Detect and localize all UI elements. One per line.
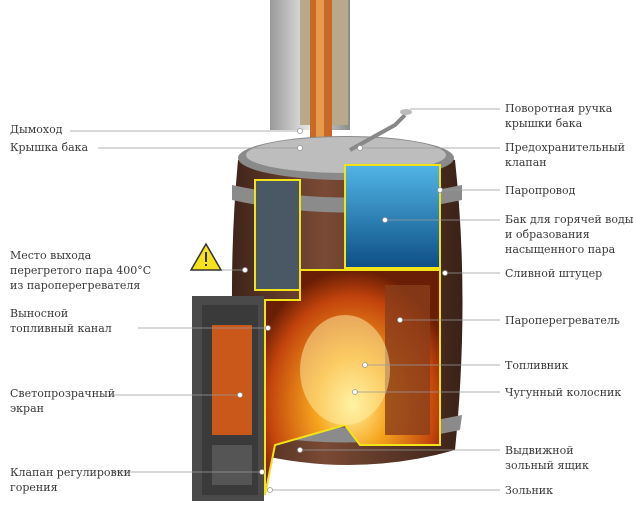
- label-steam-pipe: Паропровод: [505, 183, 575, 198]
- label-line: Дымоход: [10, 123, 63, 136]
- label-line: Пароперегреватель: [505, 314, 620, 327]
- label-line: из пароперегревателя: [10, 279, 141, 292]
- label-line: Выдвижной: [505, 444, 574, 457]
- label-fuel-channel: Выносной топливный канал: [10, 306, 112, 336]
- water-tank: [344, 164, 441, 269]
- label-line: экран: [10, 402, 44, 415]
- label-superheater: Пароперегреватель: [505, 313, 620, 328]
- label-line: насыщенного пара: [505, 243, 616, 256]
- label-glass-screen: Светопрозрачный экран: [10, 386, 115, 416]
- label-tank: Бак для горячей воды и образования насыщ…: [505, 212, 634, 257]
- label-combustion-valve: Клапан регулировки горения: [10, 465, 131, 495]
- label-line: Клапан регулировки: [10, 466, 131, 479]
- label-line: Поворотная ручка: [505, 102, 613, 115]
- label-line: Чугунный колосник: [505, 386, 622, 399]
- label-safety-valve: Предохранительный клапан: [505, 140, 625, 170]
- label-ash-pit: Зольник: [505, 483, 553, 498]
- label-line: Топливник: [505, 359, 569, 372]
- label-drain-fitting: Сливной штуцер: [505, 266, 602, 281]
- label-line: Выносной: [10, 307, 69, 320]
- label-steam-outlet: Место выхода перегретого пара 400°С из п…: [10, 248, 151, 293]
- label-grate: Чугунный колосник: [505, 385, 621, 400]
- label-line: крышки бака: [505, 117, 583, 130]
- label-chimney: Дымоход: [10, 122, 62, 137]
- lid-handle: [349, 113, 407, 152]
- label-line: Зольник: [505, 484, 553, 497]
- label-line: горения: [10, 481, 58, 494]
- superheater: [254, 179, 301, 291]
- label-line: и образования: [505, 228, 590, 241]
- label-line: перегретого пара 400°С: [10, 264, 152, 277]
- label-lid-handle: Поворотная ручка крышки бака: [505, 101, 612, 131]
- label-line: Паропровод: [505, 184, 576, 197]
- label-line: Бак для горячей воды: [505, 213, 634, 226]
- label-line: топливный канал: [10, 322, 112, 335]
- label-firebox: Топливник: [505, 358, 568, 373]
- label-line: Светопрозрачный: [10, 387, 116, 400]
- label-line: Место выхода: [10, 249, 92, 262]
- label-line: зольный ящик: [505, 459, 589, 472]
- label-tank-lid: Крышка бака: [10, 140, 88, 155]
- label-line: Крышка бака: [10, 141, 89, 154]
- warning-triangle-icon: [189, 242, 223, 271]
- leader-lines: [70, 108, 500, 493]
- label-ash-drawer: Выдвижной зольный ящик: [505, 443, 589, 473]
- label-line: Предохранительный: [505, 141, 625, 154]
- stove-door: [192, 296, 264, 501]
- label-line: клапан: [505, 156, 547, 169]
- label-line: Сливной штуцер: [505, 267, 603, 280]
